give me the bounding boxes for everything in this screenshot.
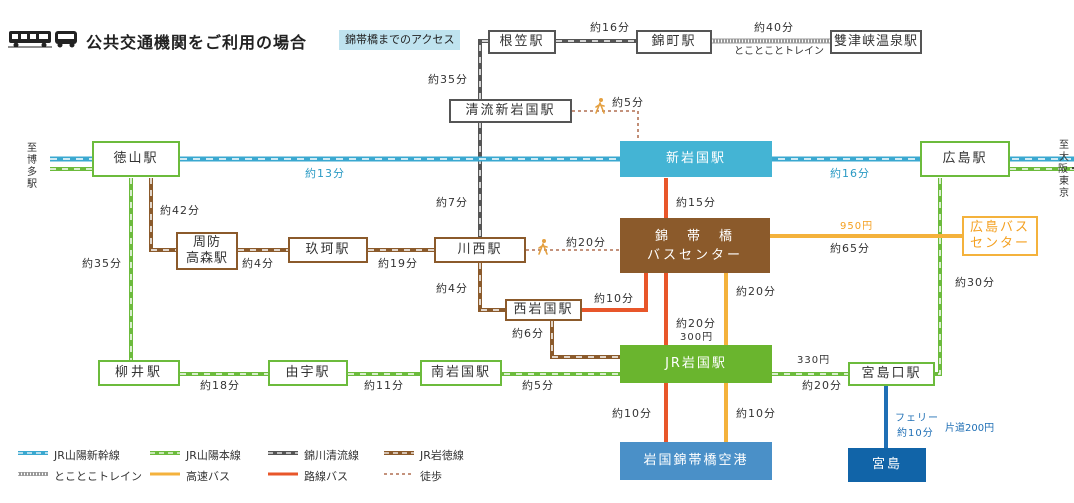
time-nishi-iwakuni-jr: 約6分 — [512, 327, 544, 340]
legend-route-bus: 路線バス — [304, 470, 348, 483]
tokotoko-train-label: とことことトレイン — [734, 46, 824, 57]
hiroshima-bus-center: 広島バスセンター — [962, 216, 1038, 256]
legend-shinkansen: JR山陽新幹線 — [54, 449, 120, 462]
fare-ferry: 片道200円 — [945, 423, 995, 434]
time-seiryu-kawanishi: 約7分 — [436, 196, 468, 209]
station-seiryu-shin-iwakuni: 清流新岩国駅 — [449, 99, 572, 123]
time-nishikicho-futatsuno: 約40分 — [754, 21, 794, 34]
page-title: 公共交通機関をご利用の場合 — [86, 33, 308, 52]
time-walk-kawanishi: 約20分 — [566, 236, 606, 249]
station-jr-iwakuni: JR岩国駅 — [620, 345, 772, 383]
access-badge: 錦帯橋までのアクセス — [339, 30, 461, 50]
route-bus-lines — [582, 178, 668, 442]
legend-walk: 徒歩 — [420, 470, 442, 483]
fare-bus-center-hiroshima: 950円 — [840, 221, 874, 232]
station-yu: 由宇駅 — [268, 360, 348, 386]
kintaikyo-bus-center: 錦 帯 橋バスセンター — [620, 218, 770, 273]
destination-osaka-tokyo: 至大阪・東京 — [1058, 140, 1074, 199]
time-jr-airport-express: 約10分 — [736, 407, 776, 420]
iwakuni-kintaikyo-airport: 岩国錦帯橋空港 — [620, 442, 772, 480]
walker-icon — [594, 98, 606, 118]
station-yanai: 柳井駅 — [98, 360, 180, 386]
time-bus-center-jr-route: 約20分 — [676, 317, 716, 330]
time-hiroshima-miyajimaguchi: 約30分 — [955, 276, 995, 289]
time-yu-minami-iwakuni: 約11分 — [364, 379, 404, 392]
time-yanai-yu: 約18分 — [200, 379, 240, 392]
station-kawanishi: 川西駅 — [434, 237, 526, 263]
legend-sanyo: JR山陽本線 — [186, 449, 241, 462]
ferry-label: フェリー — [895, 413, 939, 424]
gantoku-line — [149, 178, 620, 359]
time-walk-seiryu: 約5分 — [612, 96, 644, 109]
sanyo-line — [50, 167, 1074, 376]
legend-swatches — [18, 451, 414, 476]
time-kawanishi-nishi-iwakuni: 約4分 — [436, 282, 468, 295]
walker-icon-kawanishi — [537, 239, 549, 259]
legend-tokotoko: とことこトレイン — [54, 470, 142, 483]
legend-express-bus: 高速バス — [186, 470, 230, 483]
time-tokuyama-yanai: 約35分 — [82, 257, 122, 270]
fare-jr-miyajimaguchi: 330円 — [797, 355, 831, 366]
fare-bus-center-jr: 300円 — [680, 332, 714, 343]
time-express-bus-jr: 約20分 — [736, 285, 776, 298]
time-shin-iwakuni-hiroshima: 約16分 — [830, 167, 870, 180]
station-suo-takamori: 周防高森駅 — [176, 232, 238, 270]
station-miyajimaguchi: 宮島口駅 — [848, 362, 935, 386]
station-nishikicho: 錦町駅 — [636, 30, 712, 54]
station-tokuyama: 徳山駅 — [92, 141, 180, 177]
station-futatsuno-onsen: 雙津峡温泉駅 — [830, 30, 922, 54]
time-minami-iwakuni-jr: 約5分 — [522, 379, 554, 392]
miyajima: 宮島 — [848, 448, 926, 482]
time-shin-iwakuni-bus-center: 約15分 — [676, 196, 716, 209]
walk-routes — [526, 110, 639, 251]
time-tokuyama-shin-iwakuni: 約13分 — [305, 167, 345, 180]
time-jr-miyajimaguchi: 約20分 — [802, 379, 842, 392]
station-minami-iwakuni: 南岩国駅 — [420, 360, 502, 386]
station-nekasa: 根笠駅 — [488, 30, 556, 54]
time-jr-airport-route: 約10分 — [612, 407, 652, 420]
time-seiryu-nekasa: 約35分 — [428, 73, 468, 86]
legend-nishikigawa: 錦川清流線 — [304, 449, 359, 462]
time-kuga-kawanishi: 約19分 — [378, 257, 418, 270]
station-shin-iwakuni: 新岩国駅 — [620, 141, 772, 177]
time-tokuyama-suo: 約42分 — [160, 204, 200, 217]
time-ferry: 約10分 — [897, 428, 934, 439]
time-suo-kuga: 約4分 — [242, 257, 274, 270]
station-hiroshima: 広島駅 — [920, 141, 1010, 177]
time-bus-center-hiroshima: 約65分 — [830, 242, 870, 255]
station-nishi-iwakuni: 西岩国駅 — [505, 299, 582, 321]
station-kuga: 玖珂駅 — [288, 237, 368, 263]
train-bus-icon — [8, 27, 78, 53]
legend-gantoku: JR岩徳線 — [420, 449, 464, 462]
time-nekasa-nishikicho: 約16分 — [590, 21, 630, 34]
time-nishi-iwakuni-bus-center: 約10分 — [594, 292, 634, 305]
destination-hakata: 至博多駅 — [27, 143, 37, 190]
express-bus-lines — [724, 234, 962, 442]
nishikigawa-seiryu-line — [478, 39, 636, 237]
